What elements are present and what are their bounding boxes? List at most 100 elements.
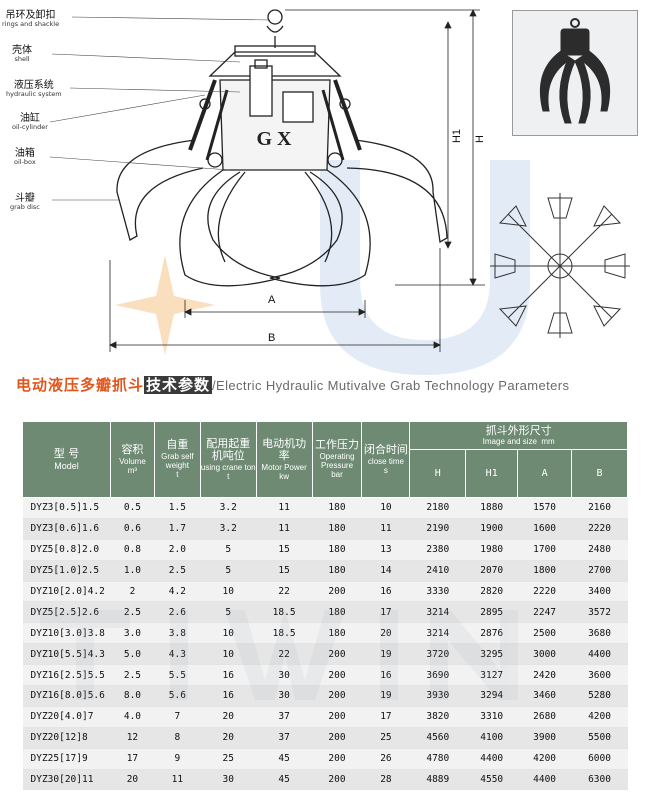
- cell-model: DYZ20[12]8: [22, 727, 111, 749]
- grab-diagram: G X 吊环及卸扣 rings and shackle 壳体 shell 液压系…: [0, 0, 650, 375]
- cell-close-time: 26: [361, 748, 410, 770]
- cell-pressure: 200: [312, 748, 362, 770]
- title-en: /Electric Hydraulic Mutivalve Grab Techn…: [212, 378, 570, 393]
- title-zh: 电动液压多瓣抓斗: [16, 376, 145, 394]
- cell-volume: 12: [110, 727, 155, 749]
- cell-close-time: 25: [361, 727, 410, 749]
- dim-a-label: A: [268, 294, 276, 306]
- cell-volume: 0.8: [110, 539, 155, 561]
- cell-size-h1: 1900: [465, 518, 518, 540]
- cell-crane-tonnage: 5: [200, 601, 257, 624]
- cell-size-a: 2220: [517, 581, 572, 603]
- col-header-crane: 配用起重机吨位 using crane ton t: [199, 421, 257, 498]
- cell-model: DYZ10[2.0]4.2: [22, 581, 111, 603]
- header-en: Image and size mm: [482, 437, 555, 447]
- label-en: oil-cylinder: [12, 123, 48, 131]
- cell-size-h1: 4400: [465, 748, 518, 770]
- col-header-model: 型 号 Model: [22, 421, 111, 498]
- cell-volume: 5.0: [110, 643, 155, 666]
- section-title: 电动液压多瓣抓斗技术参数/Electric Hydraulic Mutivalv…: [16, 374, 646, 396]
- cell-size-a: 1700: [517, 539, 572, 561]
- cell-pressure: 200: [312, 769, 362, 791]
- cell-size-b: 2160: [571, 497, 628, 519]
- cell-size-b: 3400: [571, 581, 628, 603]
- cell-size-h1: 3294: [465, 685, 518, 707]
- cell-close-time: 17: [361, 706, 410, 728]
- label-zh: 吊环及卸扣: [5, 10, 56, 21]
- cell-close-time: 19: [361, 643, 410, 666]
- cell-crane-tonnage: 30: [200, 769, 257, 791]
- header-zh: 抓斗外形尺寸: [485, 423, 552, 437]
- cell-size-h: 3330: [409, 581, 466, 603]
- cell-pressure: 180: [312, 518, 362, 540]
- brand-logo: G X: [256, 128, 292, 150]
- cell-size-h1: 2070: [465, 560, 518, 582]
- cell-volume: 4.0: [110, 706, 155, 728]
- header-zh: 容积: [121, 442, 144, 456]
- label-en: grab disc: [10, 203, 40, 211]
- cell-close-time: 28: [361, 769, 410, 791]
- cell-model: DYZ5[1.0]2.5: [22, 560, 111, 582]
- header-zh: 自重: [166, 438, 189, 452]
- cell-size-h1: 2820: [465, 581, 518, 603]
- cell-model: DYZ5[0.8]2.0: [22, 539, 111, 561]
- header-en: close time: [367, 456, 404, 466]
- cell-size-h: 2180: [409, 497, 466, 519]
- cell-motor-power: 22: [256, 643, 313, 666]
- cell-self-weight: 5.5: [154, 664, 201, 687]
- cell-close-time: 10: [361, 497, 410, 519]
- cell-model: DYZ3[0.5]1.5: [22, 497, 111, 519]
- grab-top-view: [490, 193, 630, 338]
- cell-pressure: 180: [312, 622, 362, 645]
- header-unit: m³: [127, 465, 138, 475]
- cell-motor-power: 22: [256, 581, 313, 603]
- cell-volume: 3.0: [110, 622, 155, 645]
- label-zh: 液压系统: [13, 80, 54, 91]
- cell-pressure: 180: [312, 560, 362, 582]
- grab-photo-icon: [539, 18, 611, 124]
- header-en: Motor Power: [261, 462, 307, 472]
- cell-size-a: 3460: [517, 685, 572, 707]
- cell-model: DYZ10[3.0]3.8: [22, 622, 111, 645]
- cell-crane-tonnage: 3.2: [200, 518, 257, 540]
- cell-crane-tonnage: 10: [200, 622, 257, 645]
- cell-self-weight: 2.5: [154, 560, 201, 582]
- cell-size-a: 2420: [517, 664, 572, 687]
- cell-self-weight: 11: [154, 769, 201, 791]
- cell-size-h1: 3127: [465, 664, 518, 687]
- col-header-h: H: [409, 449, 467, 498]
- cell-model: DYZ25[17]9: [22, 748, 111, 770]
- cell-pressure: 200: [312, 685, 362, 707]
- header-unit: t: [176, 470, 179, 480]
- cell-self-weight: 4.2: [154, 581, 201, 603]
- cell-pressure: 180: [312, 539, 362, 561]
- cell-size-a: 2680: [517, 706, 572, 728]
- dim-h1-label: H1: [451, 128, 464, 144]
- cell-size-b: 2220: [571, 518, 628, 540]
- cell-volume: 2: [110, 581, 155, 603]
- col-header-motor: 电动机功率 Motor Power kw: [255, 421, 313, 498]
- cell-crane-tonnage: 5: [200, 560, 257, 582]
- cell-size-a: 1800: [517, 560, 572, 582]
- cell-motor-power: 18.5: [256, 622, 313, 645]
- cell-size-h1: 3295: [465, 643, 518, 666]
- label-rings-shackle: 吊环及卸扣 rings and shackle: [2, 10, 59, 28]
- cell-volume: 0.6: [110, 518, 155, 540]
- cell-size-b: 5500: [571, 727, 628, 749]
- cell-motor-power: 15: [256, 539, 313, 561]
- cell-volume: 17: [110, 748, 155, 770]
- label-shell: 壳体 shell: [12, 45, 32, 63]
- cell-volume: 0.5: [110, 497, 155, 519]
- cell-size-h: 3720: [409, 643, 466, 666]
- col-header-b: B: [571, 449, 628, 498]
- cell-volume: 8.0: [110, 685, 155, 707]
- header-zh: 工作压力: [315, 438, 360, 452]
- cell-volume: 2.5: [110, 664, 155, 687]
- cell-model: DYZ5[2.5]2.6: [22, 601, 111, 624]
- col-header-volume: 容积 Volume m³: [109, 421, 155, 498]
